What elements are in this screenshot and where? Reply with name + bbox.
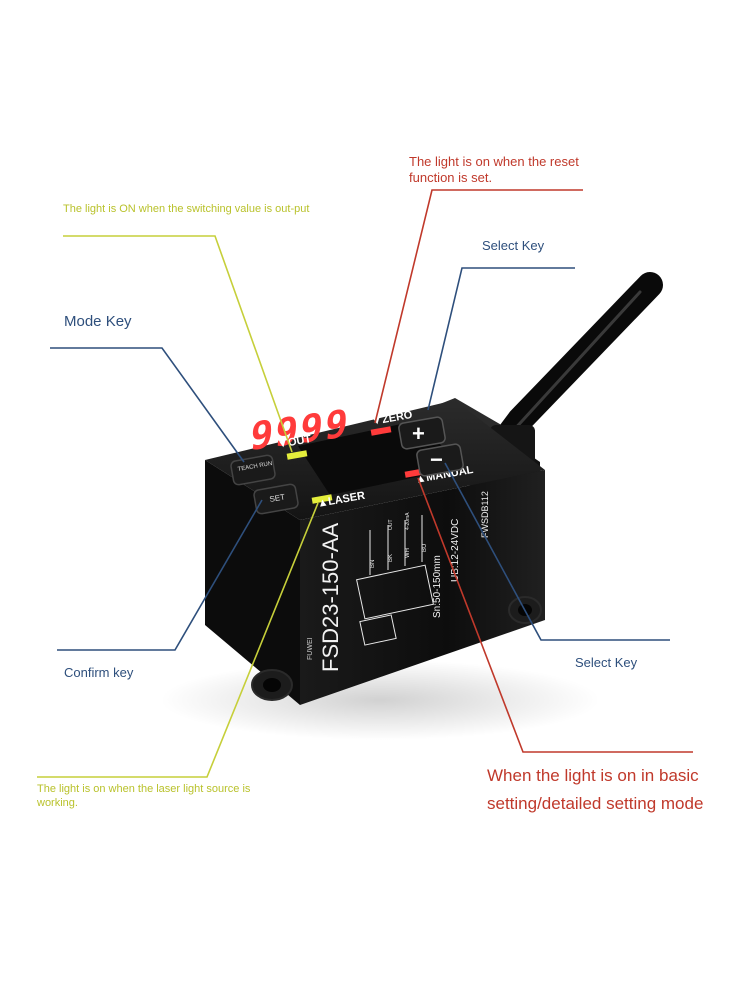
teach-run-button[interactable]: TEACH RUN [230,454,276,486]
zero-led [370,426,392,436]
leader-laser-light [37,502,319,778]
wire-ma: 4-20mA [405,512,411,530]
model-label: FSD23-150-AA [318,522,343,672]
wire-bn: BN [370,560,376,568]
brand-group: FUWEI [307,637,314,660]
leader-select-key-bottom [444,462,670,641]
spec-voltage-group: UB:12-24VDC [450,519,461,582]
laser-led [311,494,333,504]
teach-run-label: TEACH RUN [237,461,273,473]
laser-light-annotation: The light is on when the laser light sou… [37,783,251,809]
wire-bu-group: BU [422,544,428,552]
set-label: SET [269,492,286,504]
leader-lines [37,189,693,778]
spec-range: Sn:50-150mm [432,555,443,618]
switching-light-annotation: The light is ON when the switching value… [63,203,310,215]
leader-switching-light [63,235,293,453]
setting-mode-annotation: When the light is on in basic setting/de… [487,766,704,813]
spec-range-group: Sn:50-150mm [432,555,443,618]
wire-bk: BK [388,554,394,562]
wiring-diagram [356,515,434,646]
leader-setting-mode [417,477,693,753]
leader-select-key-top [427,267,575,411]
spec-code-group: FWSDB112 [480,491,490,538]
minus-button[interactable]: − [416,443,464,477]
leader-reset-light [374,189,583,424]
set-button[interactable]: SET [253,483,299,515]
plus-button[interactable]: + [398,416,446,450]
confirm-key-annotation: Confirm key [64,665,134,680]
wire-bu: BU [422,544,428,552]
mounting-hole-left-inner [263,678,281,692]
select-key-bottom-annotation: Select Key [575,655,638,670]
front-face-print: FSD23-150-AA [318,522,343,672]
reset-light-annotation: The light is on when the reset function … [409,154,579,186]
out-led [286,450,308,460]
leader-mode-key [50,347,245,463]
wire-bn-group: BN [370,560,376,568]
spec-code: FWSDB112 [480,491,490,538]
wire-out: OUT [388,519,394,530]
brand-label: FUWEI [307,637,314,660]
leader-confirm-key [57,499,263,651]
sensor-front-face [300,470,545,705]
select-key-top-annotation: Select Key [482,238,545,253]
mode-key-annotation: Mode Key [64,313,132,330]
wire-bk-group: BK [388,554,394,562]
minus-label: − [430,447,443,472]
plus-label: + [412,421,425,446]
wire-wh-group: WH [405,548,411,558]
cable-highlight [510,290,642,434]
wire-ma-group: 4-20mA [405,512,411,530]
wire-out-group: OUT [388,519,394,530]
sensor-left-face [205,460,300,705]
wire-wh: WH [405,548,411,558]
label-out: ▼OUT [276,433,312,451]
spec-voltage: UB:12-24VDC [450,519,461,582]
